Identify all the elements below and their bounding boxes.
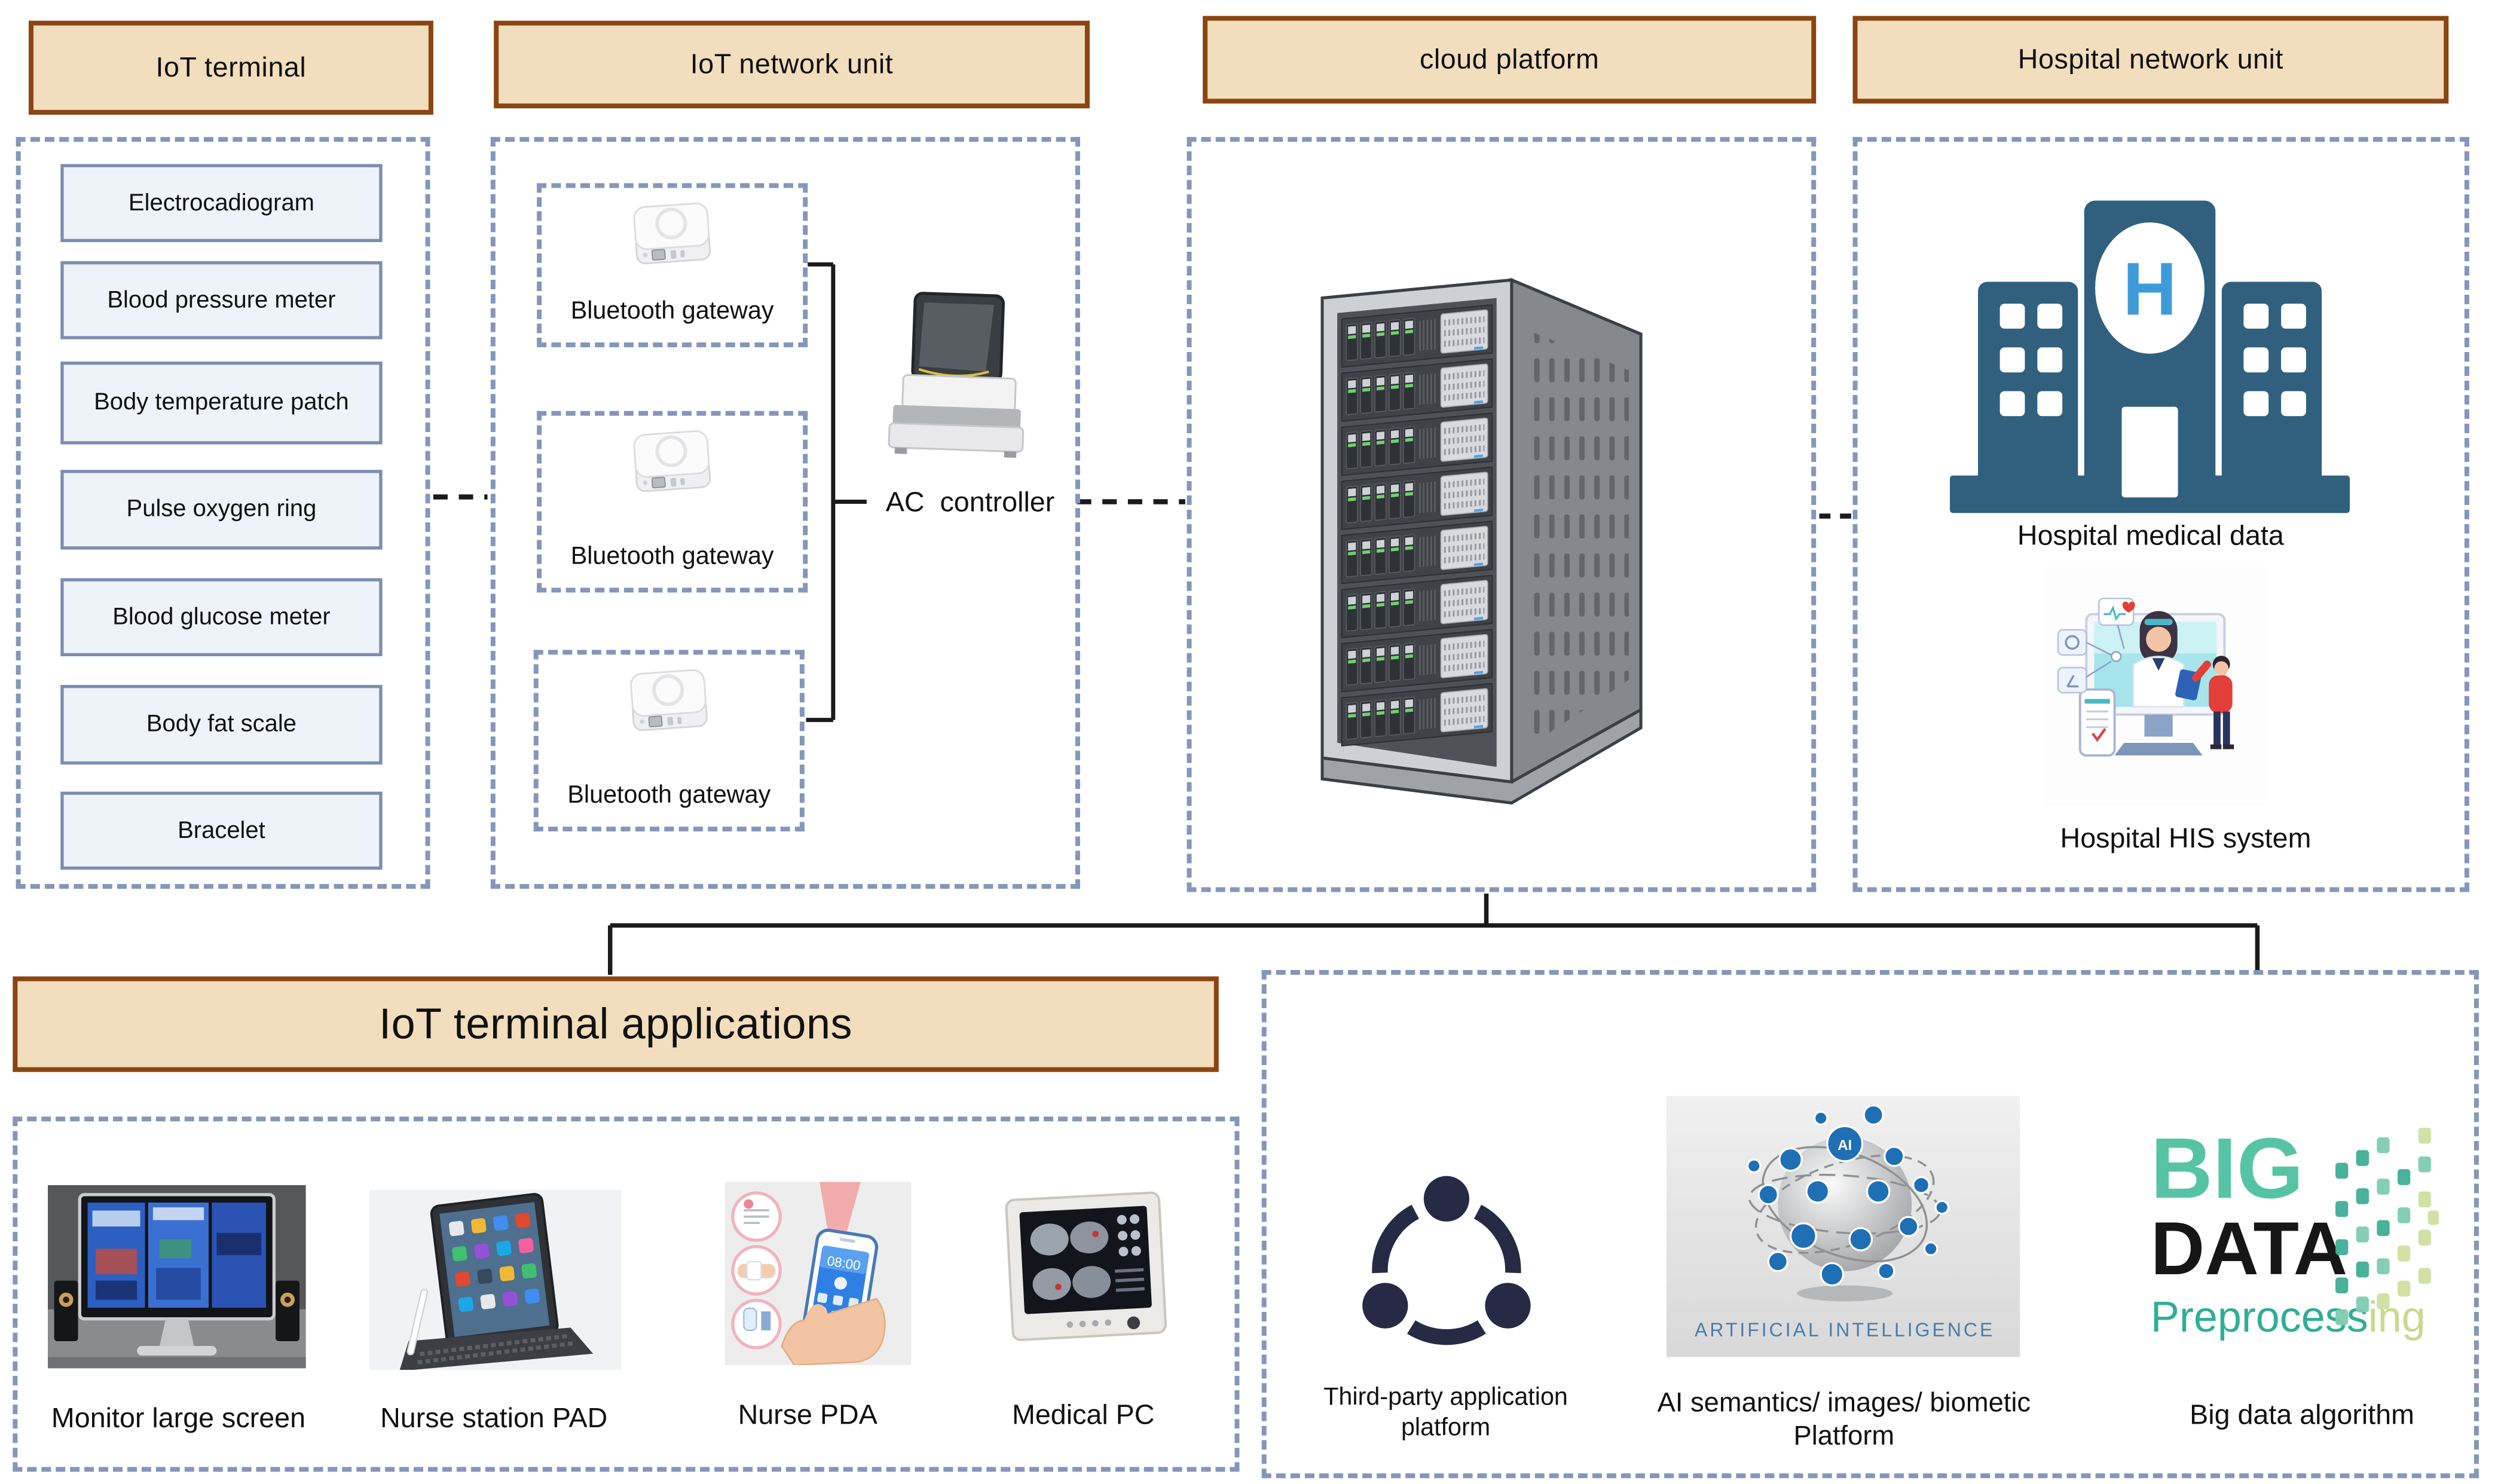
bluetooth-gateway-label: Bluetooth gateway <box>570 543 774 571</box>
header-iot-terminal-applications: IoT terminal applications <box>13 976 1219 1072</box>
monitor-large-screen-photo <box>47 1185 306 1369</box>
third-party-platform-label: Third-party application platform <box>1323 1384 1568 1442</box>
device-label: Bracelet <box>178 816 265 844</box>
platforms-container <box>1261 970 2479 1479</box>
header-cloud-platform: cloud platform <box>1203 16 1817 104</box>
big-data-logo-big: BIG <box>2151 1121 2304 1216</box>
ac-controller-illustration <box>888 292 1025 458</box>
hospital-medical-data-label: Hospital medical data <box>2017 519 2284 552</box>
third-party-platform-icon <box>1362 1176 1531 1345</box>
header-iot-terminal-label: IoT terminal <box>155 51 307 83</box>
iot-network-unit-container <box>490 137 1080 889</box>
bluetooth-gateway-icon <box>633 430 711 492</box>
nurse-station-pad-photo <box>369 1189 622 1370</box>
artificial-intelligence-image: AI ARTIFICIAL INTELLIGENCE <box>1666 1096 2020 1357</box>
header-iot-terminal: IoT terminal <box>28 20 433 115</box>
device-box-blood-glucose: Blood glucose meter <box>60 578 383 657</box>
big-data-algorithm-label: Big data algorithm <box>2190 1398 2415 1431</box>
big-data-logo-sub: Preprocessing <box>2151 1293 2426 1341</box>
header-iot-network-unit-label: IoT network unit <box>690 47 894 80</box>
device-box-electrocardiogram: Electrocadiogram <box>60 164 383 243</box>
ai-globe-label: AI <box>1837 1137 1852 1153</box>
server-rack-illustration <box>1320 277 1643 805</box>
device-box-bracelet: Bracelet <box>60 791 383 870</box>
bluetooth-gateway-label: Bluetooth gateway <box>567 782 771 809</box>
hospital-his-illustration <box>2045 567 2265 806</box>
medical-pc-photo <box>1005 1191 1167 1341</box>
ai-caption: ARTIFICIAL INTELLIGENCE <box>1695 1319 1995 1341</box>
big-data-logo: BIG DATA Preprocessing <box>2151 1121 2439 1341</box>
bluetooth-gateway-box-2: Bluetooth gateway <box>537 411 808 593</box>
device-label: Pulse oxygen ring <box>126 495 317 523</box>
bluetooth-gateway-icon <box>630 669 708 732</box>
device-label: Electrocadiogram <box>128 188 314 216</box>
bluetooth-gateway-box-3: Bluetooth gateway <box>533 650 805 832</box>
nurse-pda-photo: 08:00 <box>724 1182 912 1366</box>
hospital-building-icon: H <box>1949 200 2350 513</box>
applications-container <box>13 1116 1240 1472</box>
header-hospital-network-unit: Hospital network unit <box>1852 16 2449 104</box>
ac-controller-label: AC controller <box>885 485 1055 518</box>
hospital-network-unit-container <box>1852 137 2469 892</box>
device-box-blood-pressure: Blood pressure meter <box>60 261 383 339</box>
header-hospital-network-unit-label: Hospital network unit <box>2017 42 2283 75</box>
bluetooth-gateway-icon <box>633 202 711 265</box>
device-label: Blood pressure meter <box>107 286 336 313</box>
hospital-h-letter: H <box>2123 246 2177 331</box>
bluetooth-gateway-label: Bluetooth gateway <box>570 298 774 325</box>
device-box-body-temperature: Body temperature patch <box>60 361 383 445</box>
device-box-pulse-oxygen: Pulse oxygen ring <box>60 470 383 550</box>
hospital-his-system-label: Hospital HIS system <box>2060 822 2312 854</box>
monitor-large-screen-label: Monitor large screen <box>51 1402 306 1434</box>
device-label: Body temperature patch <box>94 388 349 416</box>
big-data-logo-data: DATA <box>2151 1207 2347 1290</box>
medical-pc-label: Medical PC <box>1012 1398 1155 1431</box>
cloud-platform-container <box>1187 137 1817 892</box>
iot-terminal-container <box>16 137 430 889</box>
device-label: Blood glucose meter <box>112 602 331 631</box>
bluetooth-gateway-box-1: Bluetooth gateway <box>537 183 808 347</box>
header-cloud-platform-label: cloud platform <box>1419 42 1600 75</box>
device-box-body-fat: Body fat scale <box>60 684 383 765</box>
ai-platform-label: AI semantics/ images/ biometic Platform <box>1657 1387 2031 1452</box>
header-iot-terminal-applications-label: IoT terminal applications <box>379 999 853 1048</box>
header-iot-network-unit: IoT network unit <box>494 20 1090 109</box>
device-label: Body fat scale <box>146 710 297 738</box>
nurse-pda-label: Nurse PDA <box>738 1398 877 1431</box>
nurse-station-pad-label: Nurse station PAD <box>380 1402 608 1434</box>
